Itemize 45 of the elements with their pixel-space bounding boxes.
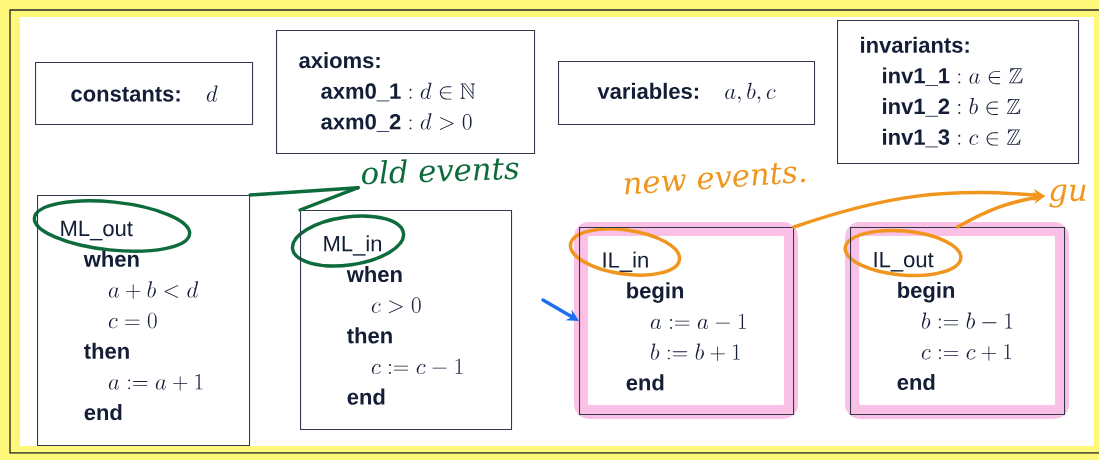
event-name: ML_out [61, 220, 133, 241]
guard-formula: $c = 0$ [108, 312, 157, 329]
keyword: when [346, 265, 402, 283]
keyword: when [83, 250, 139, 267]
handwritten-note: gu [1049, 184, 1086, 208]
action-formula: $a := a - 1$ [650, 313, 746, 330]
section-box [276, 30, 536, 155]
event-box [300, 210, 513, 431]
section-box [558, 61, 816, 126]
action-formula: $c := c - 1$ [371, 358, 463, 375]
invariant-formula: $\textbf{inv1\_3} : c \in \mathbb{Z}$ [883, 128, 1021, 148]
keyword: end [626, 374, 664, 391]
keyword: end [897, 373, 935, 391]
section-heading: variables: [597, 82, 698, 99]
keyword: begin [898, 281, 955, 303]
section-box [35, 62, 254, 126]
event-name: ML_in [324, 235, 382, 256]
section-heading: invariants: [861, 36, 969, 53]
handwritten-note: old events [362, 158, 519, 185]
keyword: then [84, 342, 129, 359]
action-formula: $b := b - 1$ [922, 312, 1013, 329]
arrow [541, 298, 579, 321]
event-name: IL_out [874, 252, 934, 272]
invariant-formula: $\textbf{inv1\_1} : a \in \mathbb{Z}$ [883, 67, 1023, 86]
guard-formula: $a + b < d$ [108, 281, 199, 299]
connector-line [298, 185, 360, 212]
keyword: then [347, 327, 392, 344]
invariant-formula: $\textbf{inv1\_2} : b \in \mathbb{Z}$ [883, 98, 1021, 117]
constant-name: $d$ [206, 85, 218, 102]
event-name: IL_in [603, 251, 648, 272]
keyword: end [347, 388, 385, 405]
keyword: begin [627, 282, 684, 303]
action-formula: $c := c + 1$ [921, 343, 1012, 361]
event-box [37, 195, 251, 447]
section-heading: axioms: [299, 52, 380, 69]
action-formula: $b := b + 1$ [651, 343, 740, 362]
variable-list: $a, b, c$ [725, 82, 776, 104]
action-formula: $a := a + 1$ [108, 374, 203, 391]
section-box [837, 20, 1080, 165]
keyword: end [84, 404, 122, 421]
axiom-formula: $\textbf{axm0\_1} : d \in \mathbb{N}$ [321, 82, 476, 102]
guard-formula: $c > 0$ [371, 297, 421, 314]
handwritten-note: new events. [624, 163, 806, 195]
axiom-formula: $\textbf{axm0\_2} : d > 0$ [321, 113, 472, 132]
section-heading: constants: [71, 87, 180, 102]
